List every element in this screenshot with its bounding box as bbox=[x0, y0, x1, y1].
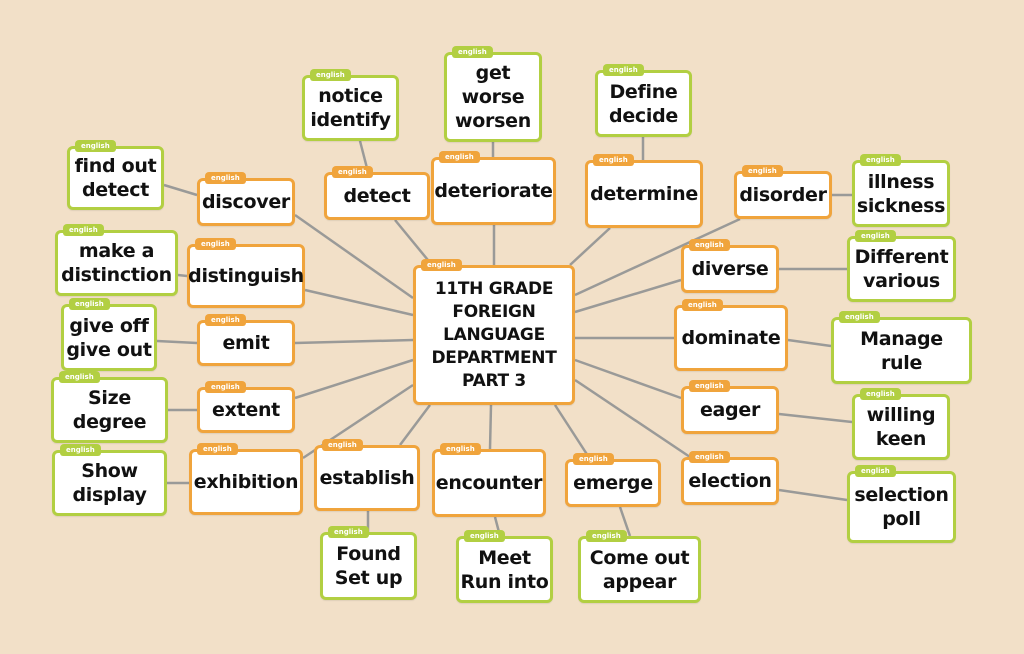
synonym-label: notice identify bbox=[310, 85, 391, 131]
english-tag: english bbox=[860, 154, 901, 166]
word-label: diverse bbox=[691, 258, 769, 280]
word-label: exhibition bbox=[193, 471, 299, 493]
synonym-node-extent[interactable]: english Size degree bbox=[51, 371, 168, 443]
synonym-label: Size degree bbox=[72, 387, 147, 433]
english-tag: english bbox=[689, 380, 730, 392]
english-tag: english bbox=[205, 172, 246, 184]
synonym-label: Found Set up bbox=[334, 543, 403, 589]
english-tag: english bbox=[332, 166, 373, 178]
word-label: detect bbox=[343, 185, 411, 207]
synonym-node-diverse[interactable]: english Different various bbox=[847, 230, 956, 302]
synonym-node-discover[interactable]: english find out detect bbox=[67, 140, 164, 210]
word-node-encounter[interactable]: english encounter bbox=[432, 443, 546, 517]
synonym-node-election[interactable]: english selection poll bbox=[847, 465, 956, 543]
synonym-node-emerge[interactable]: english Come out appear bbox=[578, 530, 701, 603]
english-tag: english bbox=[205, 381, 246, 393]
word-label: dominate bbox=[681, 327, 781, 349]
word-label: deteriorate bbox=[434, 180, 553, 202]
word-node-discover[interactable]: english discover bbox=[197, 172, 295, 226]
word-label: emit bbox=[222, 332, 270, 354]
word-node-extent[interactable]: english extent bbox=[197, 381, 295, 433]
synonym-label: make a distinction bbox=[61, 240, 172, 286]
english-tag: english bbox=[860, 388, 901, 400]
english-tag: english bbox=[839, 311, 880, 323]
word-label: election bbox=[688, 470, 772, 492]
english-tag: english bbox=[440, 443, 481, 455]
word-node-dominate[interactable]: english dominate bbox=[674, 299, 788, 371]
central-topic-node[interactable]: english 11TH GRADE FOREIGN LANGUAGE DEPA… bbox=[413, 259, 575, 405]
english-tag: english bbox=[439, 151, 480, 163]
synonym-node-eager[interactable]: english willing keen bbox=[852, 388, 950, 460]
word-label: extent bbox=[212, 399, 280, 421]
english-tag: english bbox=[855, 465, 896, 477]
synonym-label: give off give out bbox=[66, 314, 152, 361]
synonym-label: Come out appear bbox=[589, 546, 690, 593]
english-tag: english bbox=[421, 259, 462, 271]
word-label: emerge bbox=[573, 472, 653, 494]
english-tag: english bbox=[63, 224, 104, 236]
word-label: discover bbox=[202, 191, 290, 213]
english-tag: english bbox=[195, 238, 236, 250]
synonym-node-detect[interactable]: english notice identify bbox=[302, 69, 399, 141]
english-tag: english bbox=[310, 69, 351, 81]
word-node-disorder[interactable]: english disorder bbox=[734, 165, 832, 219]
synonym-node-dominate[interactable]: english Manage rule bbox=[831, 311, 972, 384]
english-tag: english bbox=[59, 371, 100, 383]
word-label: disorder bbox=[739, 184, 827, 206]
english-tag: english bbox=[322, 439, 363, 451]
synonym-node-distinguish[interactable]: english make a distinction bbox=[55, 224, 178, 296]
english-tag: english bbox=[75, 140, 116, 152]
word-node-eager[interactable]: english eager bbox=[681, 380, 779, 434]
word-node-election[interactable]: english election bbox=[681, 451, 779, 505]
word-node-diverse[interactable]: english diverse bbox=[681, 239, 779, 293]
word-label: distinguish bbox=[188, 265, 304, 287]
synonym-node-exhibition[interactable]: english Show display bbox=[52, 444, 167, 516]
english-tag: english bbox=[573, 453, 614, 465]
synonym-label: Different various bbox=[854, 246, 949, 292]
synonym-label: get worse worsen bbox=[455, 62, 531, 132]
word-node-deteriorate[interactable]: english deteriorate bbox=[431, 151, 556, 225]
word-label: establish bbox=[319, 467, 415, 489]
synonym-node-establish[interactable]: english Found Set up bbox=[320, 526, 417, 600]
english-tag: english bbox=[689, 451, 730, 463]
english-tag: english bbox=[689, 239, 730, 251]
word-node-detect[interactable]: english detect bbox=[324, 166, 430, 220]
english-tag: english bbox=[328, 526, 369, 538]
word-node-exhibition[interactable]: english exhibition bbox=[189, 443, 303, 515]
synonym-label: Show display bbox=[72, 460, 147, 506]
word-label: encounter bbox=[435, 472, 543, 494]
synonym-label: selection poll bbox=[854, 484, 949, 530]
synonym-node-determine[interactable]: english Define decide bbox=[595, 64, 692, 137]
word-label: determine bbox=[590, 183, 698, 205]
word-node-distinguish[interactable]: english distinguish bbox=[187, 238, 305, 308]
english-tag: english bbox=[452, 46, 493, 58]
synonym-node-emit[interactable]: english give off give out bbox=[61, 298, 157, 371]
synonym-label: Meet Run into bbox=[460, 546, 549, 593]
synonym-node-encounter[interactable]: english Meet Run into bbox=[456, 530, 553, 603]
word-node-establish[interactable]: english establish bbox=[314, 439, 420, 511]
english-tag: english bbox=[464, 530, 505, 542]
synonym-node-disorder[interactable]: english illness sickness bbox=[852, 154, 950, 227]
english-tag: english bbox=[855, 230, 896, 242]
synonym-node-deteriorate[interactable]: english get worse worsen bbox=[444, 46, 542, 142]
central-topic-label: 11TH GRADE FOREIGN LANGUAGE DEPARTMENT P… bbox=[431, 278, 557, 391]
synonym-label: illness sickness bbox=[856, 170, 946, 217]
synonym-label: willing keen bbox=[866, 404, 936, 450]
word-node-determine[interactable]: english determine bbox=[585, 154, 703, 228]
english-tag: english bbox=[60, 444, 101, 456]
word-label: eager bbox=[699, 399, 761, 421]
word-node-emit[interactable]: english emit bbox=[197, 314, 295, 366]
english-tag: english bbox=[197, 443, 238, 455]
english-tag: english bbox=[593, 154, 634, 166]
english-tag: english bbox=[586, 530, 627, 542]
english-tag: english bbox=[69, 298, 110, 310]
word-node-emerge[interactable]: english emerge bbox=[565, 453, 661, 507]
english-tag: english bbox=[682, 299, 723, 311]
synonym-label: Define decide bbox=[609, 80, 678, 127]
english-tag: english bbox=[205, 314, 246, 326]
synonym-label: Manage rule bbox=[860, 327, 943, 374]
english-tag: english bbox=[742, 165, 783, 177]
english-tag: english bbox=[603, 64, 644, 76]
synonym-label: find out detect bbox=[74, 155, 157, 201]
